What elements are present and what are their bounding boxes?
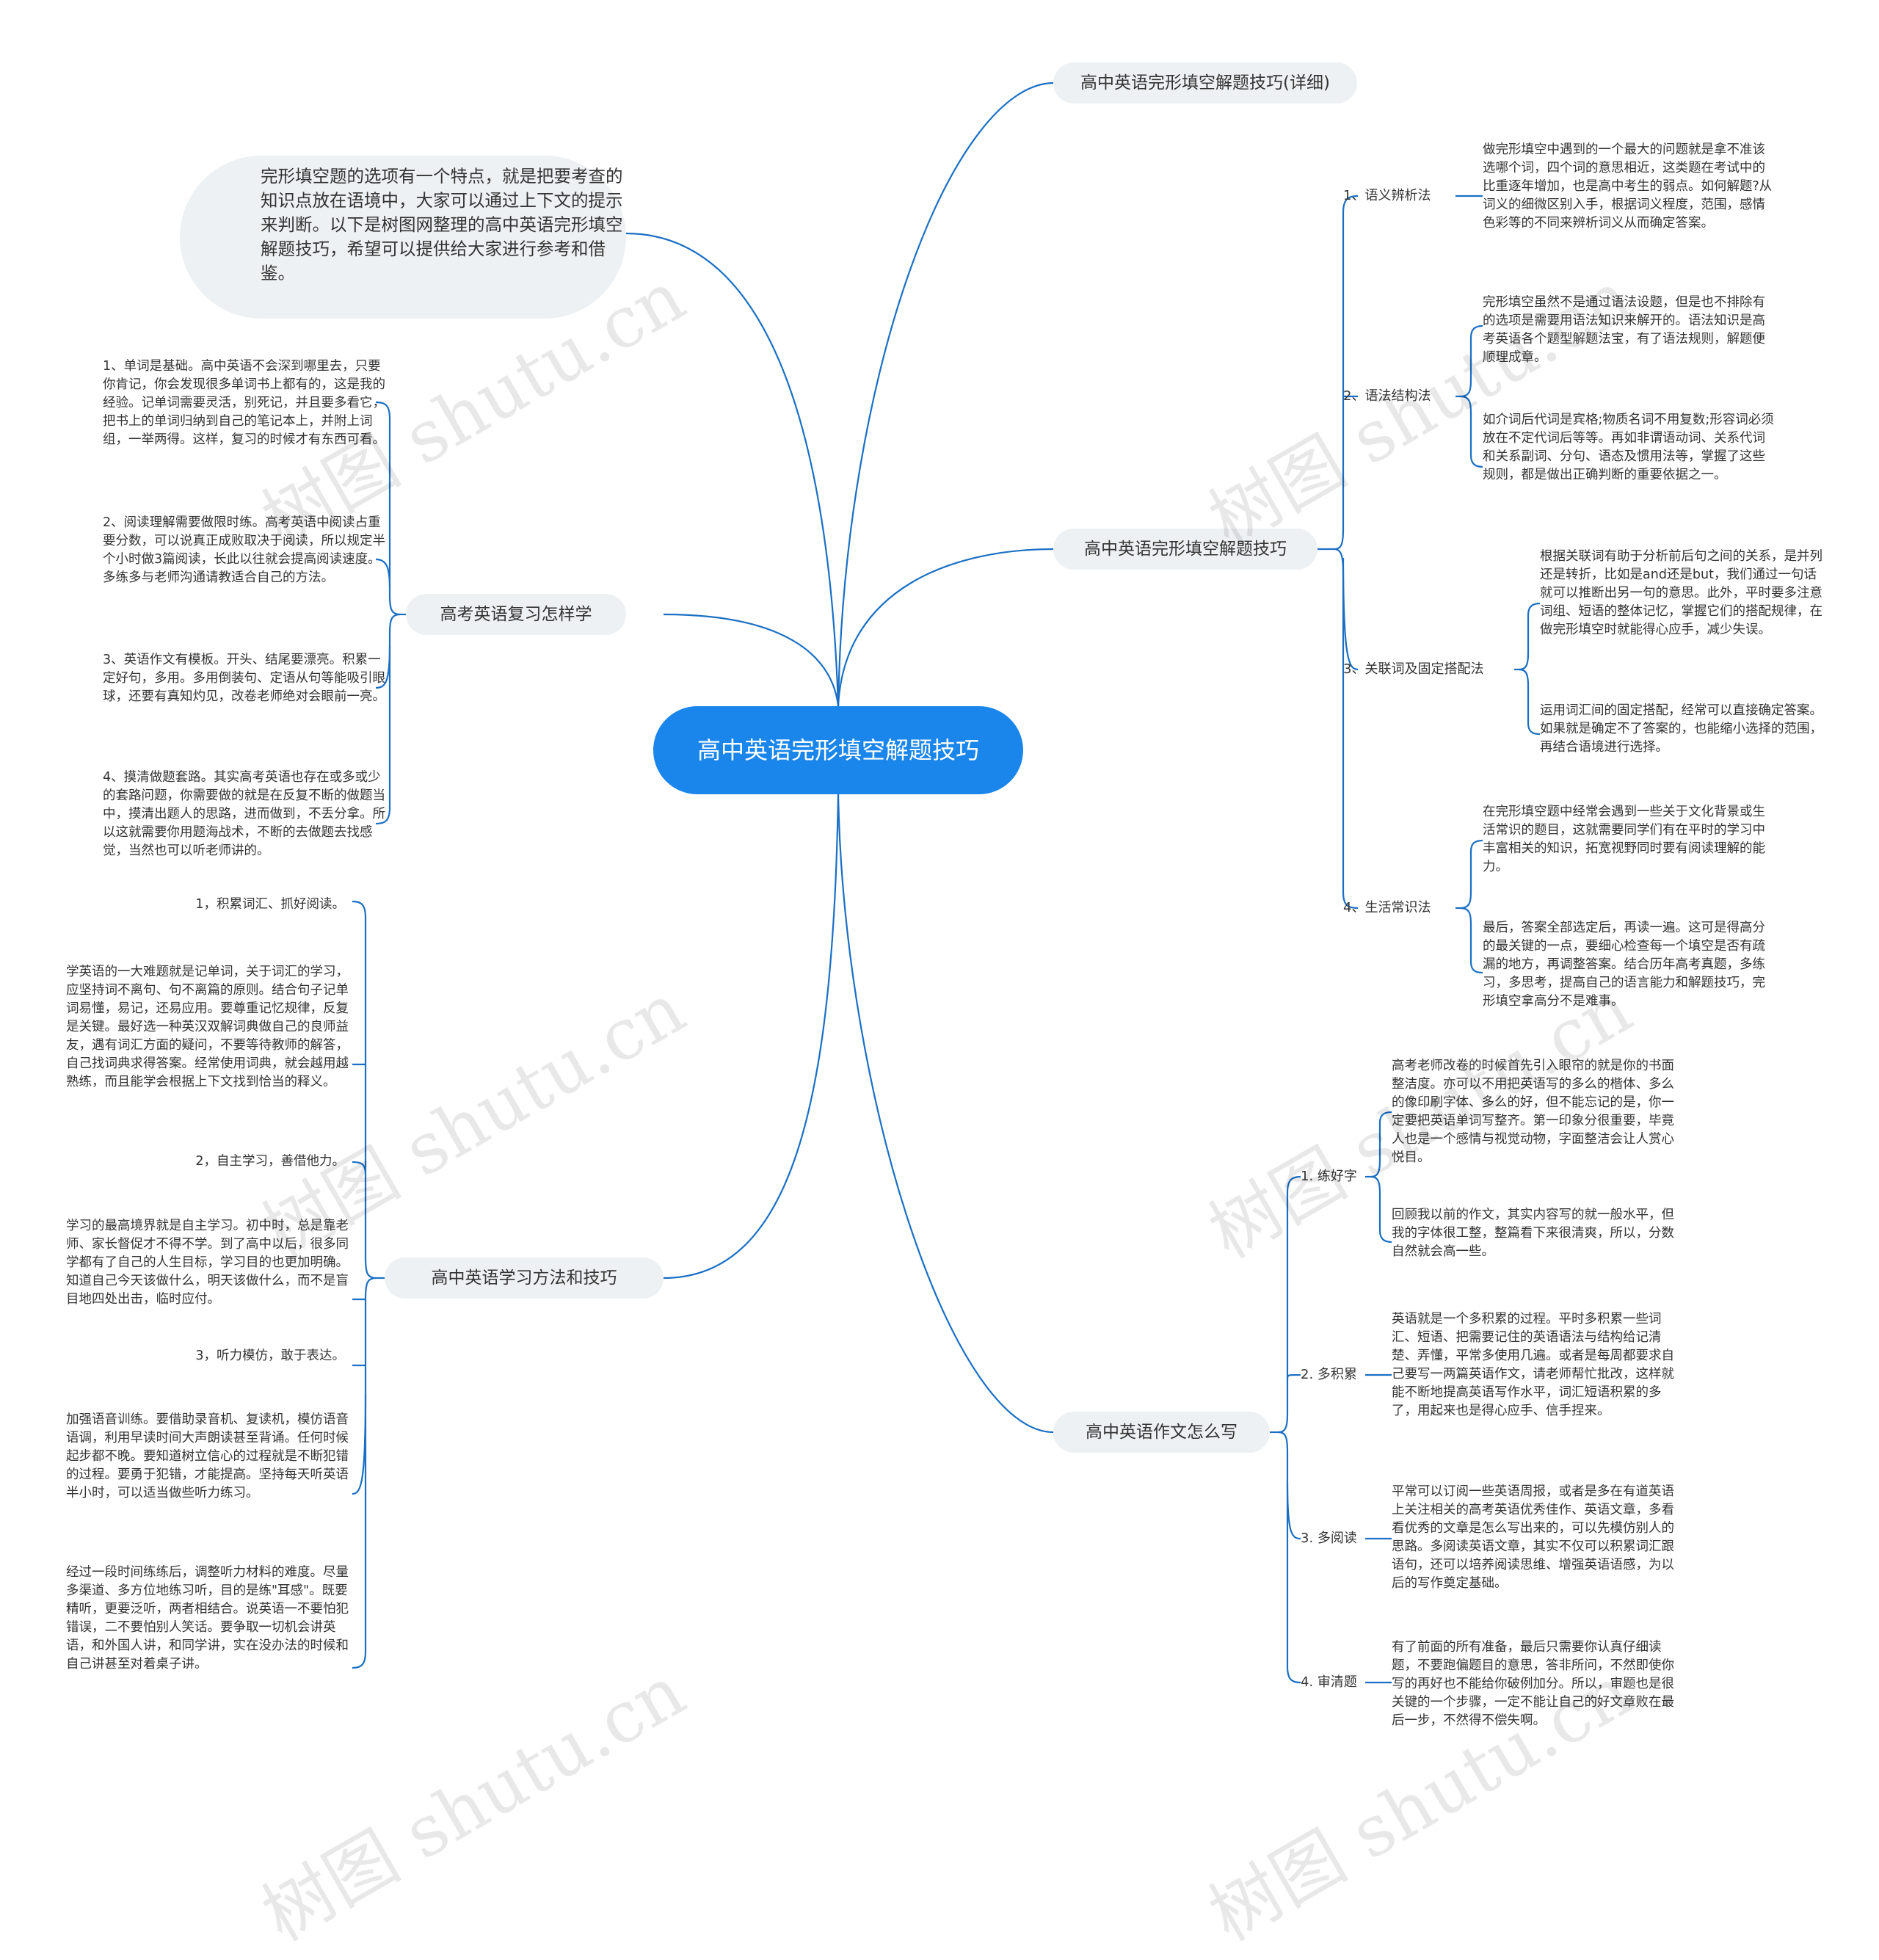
methods-text-2: 学习的最高境界就是自主学习。初中时，总是靠老师、家长督促才不得不学。到了高中以后… <box>66 1219 349 1307</box>
tip-3-text-b: 运用词汇间的固定搭配，经常可以直接确定答案。如果就是确定不了答案的，也能缩小选择… <box>1540 703 1822 755</box>
branch-review[interactable]: 高考英语复习怎样学 <box>406 594 626 635</box>
branch-methods[interactable]: 高中英语学习方法和技巧 <box>385 1257 664 1299</box>
tip-2-text-b: 如介词后代词是宾格;物质名词不用复数;形容词必须放在不定代词后等等。再如非谓语动… <box>1483 413 1774 482</box>
connector-lines <box>352 81 1541 1684</box>
methods-text-4: 经过一段时间练练后，调整听力材料的难度。尽量多渠道、多方位地练习听，目的是练"耳… <box>66 1565 349 1672</box>
tip-2-text-a: 完形填空虽然不是通过语法设题，但是也不排除有的选项是需要用语法知识来解开的。语法… <box>1483 295 1765 365</box>
methods-heading-3: 3，听力模仿，敢于表达。 <box>195 1349 345 1363</box>
methods-heading-1: 1，积累词汇、抓好阅读。 <box>195 897 345 912</box>
tip-4-text-b: 最后，答案全部选定后，再读一遍。这可是得高分的最关键的一点，要细心检查每一个填空… <box>1483 921 1765 1009</box>
root-topic[interactable]: 高中英语完形填空解题技巧 <box>653 706 1023 794</box>
tip-label-2[interactable]: 2、语法结构法 <box>1343 388 1431 404</box>
tip-label-4[interactable]: 4、生活常识法 <box>1343 900 1431 915</box>
review-text-1: 1、单词是基础。高中英语不会深到哪里去，只要你肯记，你会发现很多单词书上都有的，… <box>103 359 385 447</box>
writing-label-4[interactable]: 4. 审清题 <box>1301 1674 1357 1690</box>
writing-3-text: 平常可以订阅一些英语周报，或者是多在有道英语上关注相关的高考英语优秀佳作、英语文… <box>1392 1484 1674 1591</box>
intro-text: 完形填空题的选项有一个特点，就是把要考查的知识点放在语境中，大家可以通过上下文的… <box>180 156 626 319</box>
tip-3-text-a: 根据关联词有助于分析前后句之间的关系，是并列还是转折，比如是and还是but，我… <box>1540 549 1822 637</box>
branch-detail[interactable]: 高中英语完形填空解题技巧(详细) <box>1053 62 1357 104</box>
writing-1-text-a: 高考老师改卷的时候首先引入眼帘的就是你的书面整洁度。亦可以不用把英语写的多么的楷… <box>1392 1059 1674 1165</box>
review-text-4: 4、摸清做题套路。其实高考英语也存在或多或少的套路问题，你需要做的就是在反复不断… <box>103 770 385 858</box>
methods-text-1: 学英语的一大难题就是记单词，关于词汇的学习，应坚持词不离句、句不离篇的原则。结合… <box>66 965 349 1089</box>
writing-label-2[interactable]: 2. 多积累 <box>1301 1367 1357 1382</box>
writing-1-text-b: 回顾我以前的作文，其实内容写的就一般水平，但我的字体很工整，整篇看下来很清爽，所… <box>1392 1208 1674 1259</box>
tip-1-text: 做完形填空中遇到的一个最大的问题就是拿不准该选哪个词，四个词的意思相近，这类题在… <box>1483 142 1773 231</box>
methods-heading-2: 2，自主学习，善借他力。 <box>195 1154 345 1169</box>
review-text-2: 2、阅读理解需要做限时练。高考英语中阅读占重要分数，可以说真正成败取决于阅读，所… <box>103 515 385 585</box>
review-text-3: 3、英语作文有模板。开头、结尾要漂亮。积累一定好句，多用。多用倒装句、定语从句等… <box>103 653 385 704</box>
branch-tips[interactable]: 高中英语完形填空解题技巧 <box>1053 529 1318 570</box>
writing-label-3[interactable]: 3. 多阅读 <box>1301 1531 1357 1546</box>
methods-text-3: 加强语音训练。要借助录音机、复读机，模仿语音语调，利用早读时间大声朗读甚至背诵。… <box>66 1412 349 1500</box>
writing-label-1[interactable]: 1. 练好字 <box>1301 1169 1357 1184</box>
tip-label-1[interactable]: 1、语义辨析法 <box>1343 188 1431 203</box>
writing-2-text: 英语就是一个多积累的过程。平时多积累一些词汇、短语、把需要记住的英语语法与结构给… <box>1392 1312 1674 1418</box>
tip-label-3[interactable]: 3、关联词及固定搭配法 <box>1343 661 1484 677</box>
tip-4-text-a: 在完形填空题中经常会遇到一些关于文化背景或生活常识的题目，这就需要同学们有在平时… <box>1483 805 1765 874</box>
branch-writing[interactable]: 高中英语作文怎么写 <box>1053 1412 1270 1453</box>
writing-4-text: 有了前面的所有准备，最后只需要你认真仔细读题，不要跑偏题目的意思，答非所问，不然… <box>1392 1640 1674 1728</box>
